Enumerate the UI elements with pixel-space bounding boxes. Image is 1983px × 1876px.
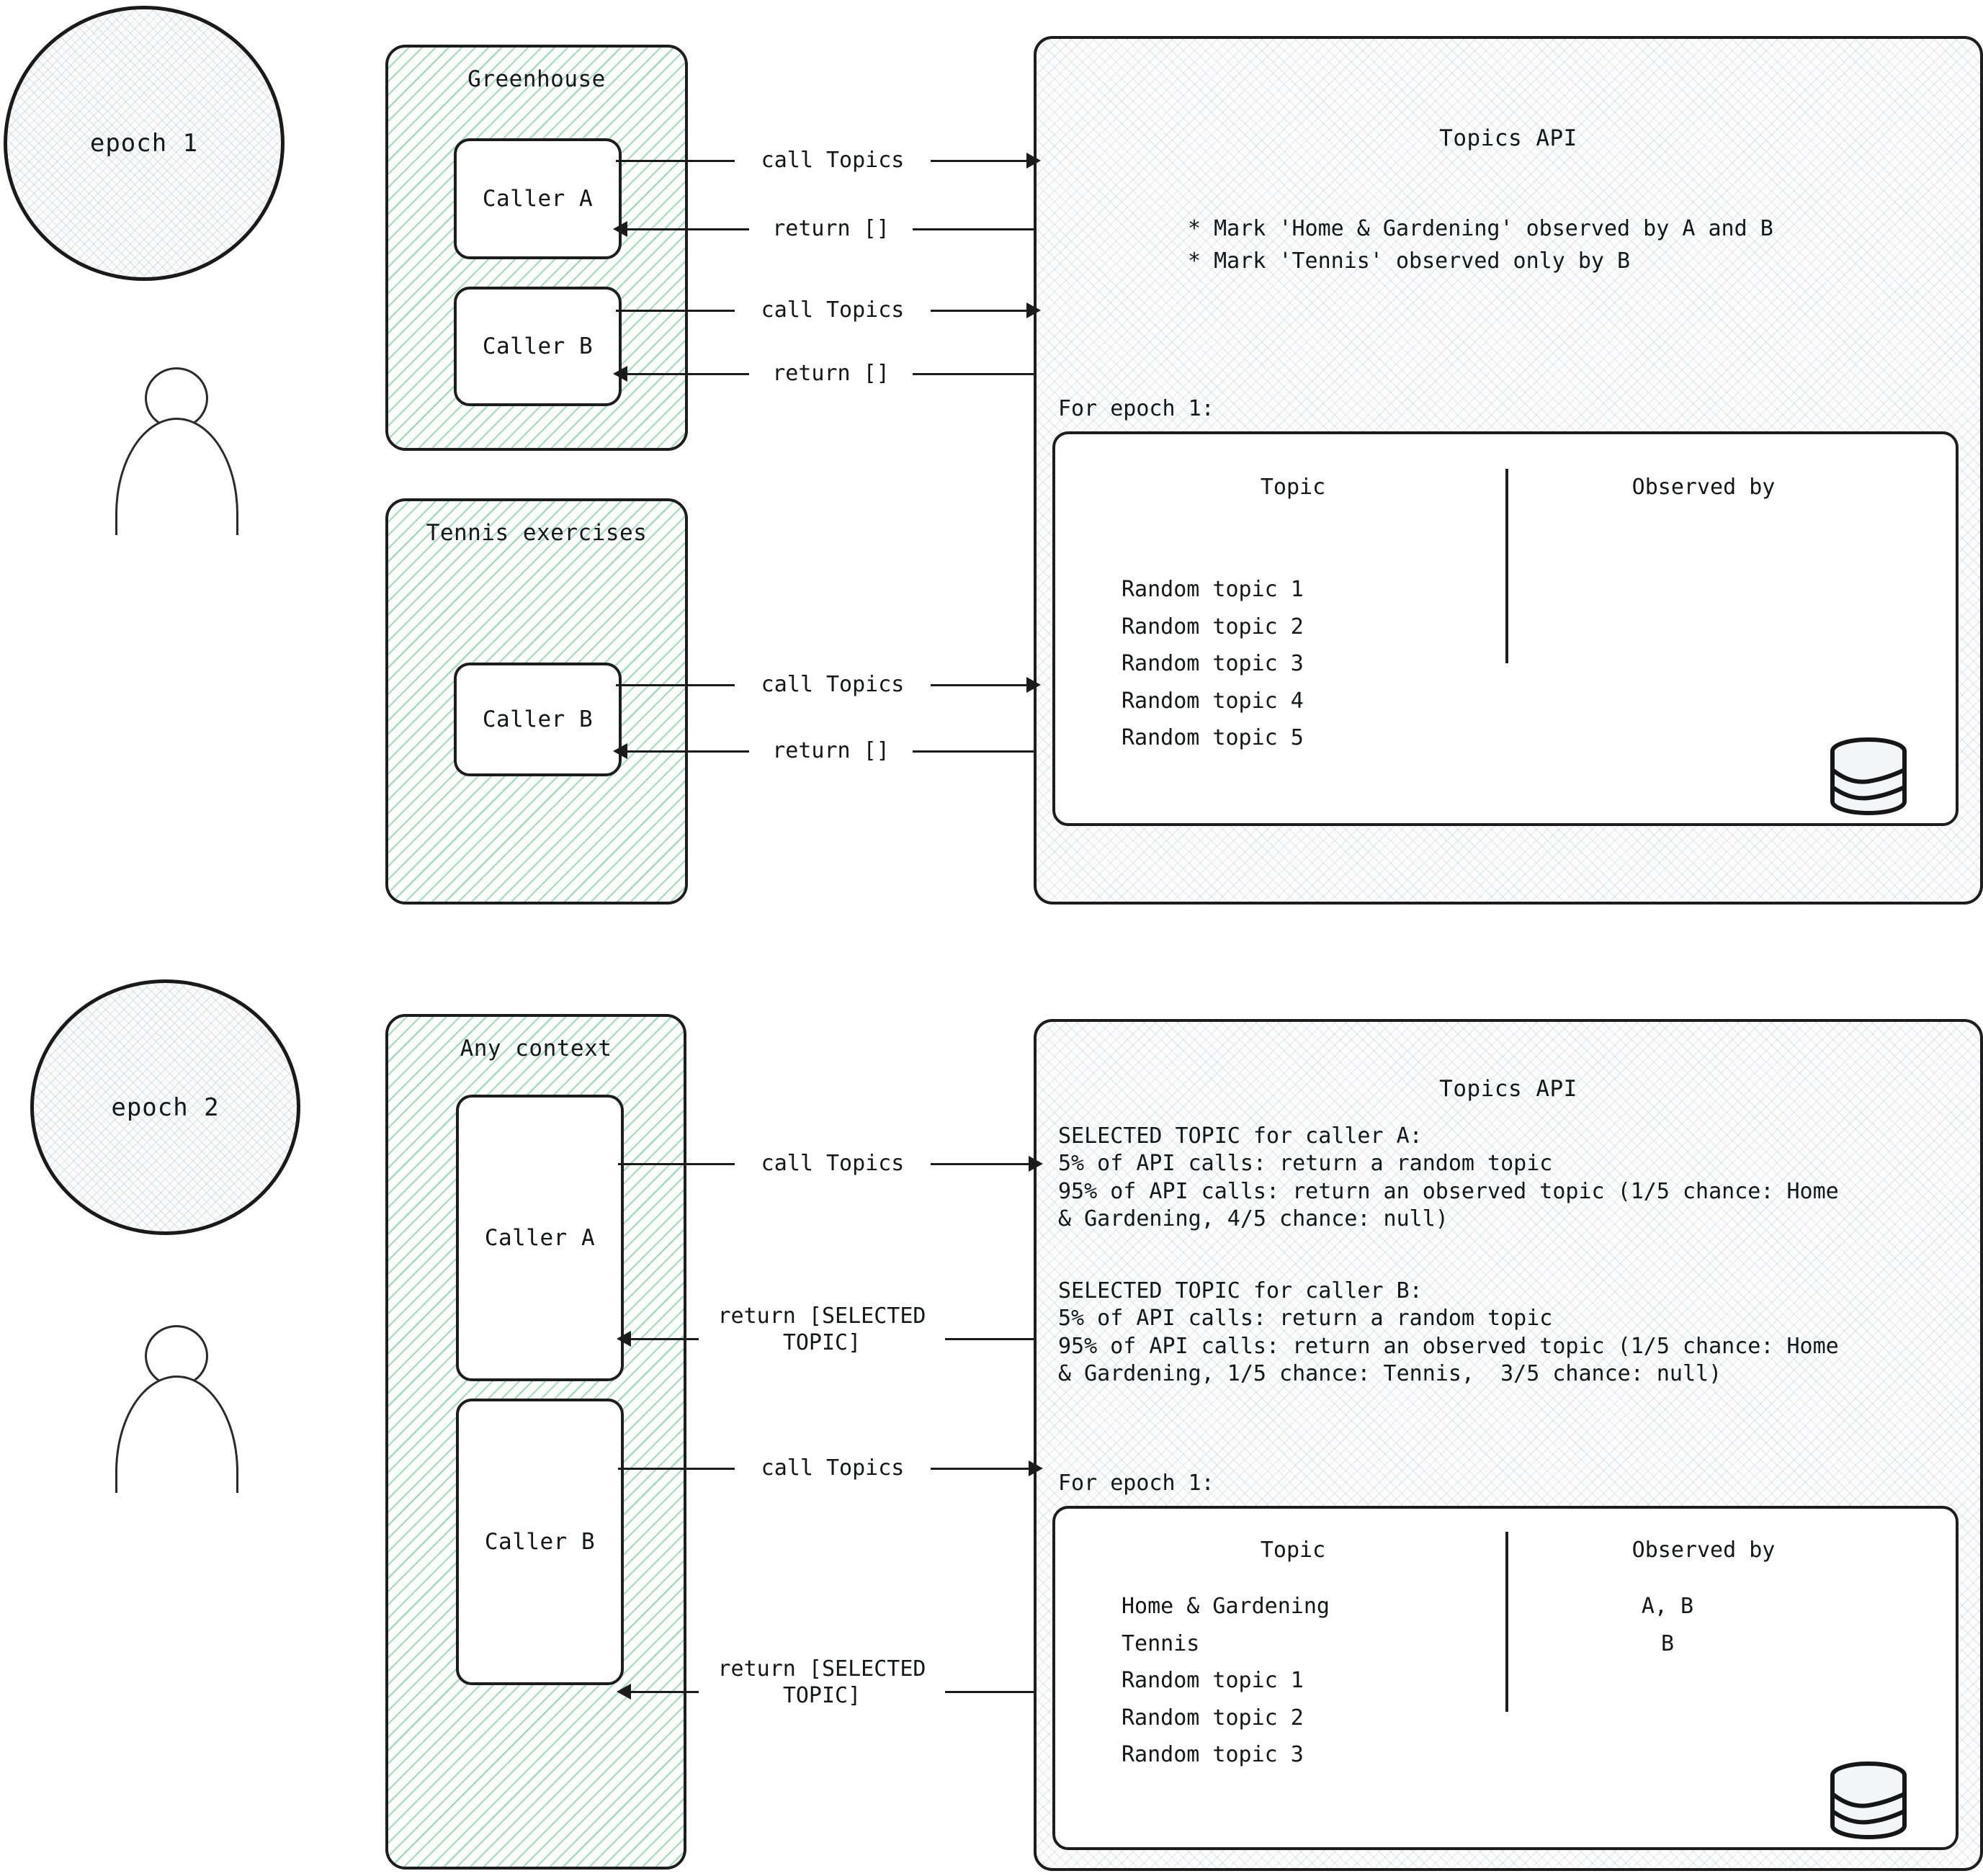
topics-table-divider-epoch-2: [1505, 1532, 1508, 1712]
person-body-icon: [115, 1375, 238, 1493]
arrow-head-call-topics-a1: [1026, 153, 1041, 169]
topics-api-epoch-caption-epoch-2: For epoch 1:: [1058, 1471, 1214, 1496]
arrow-head-call-topics-b2: [1029, 1460, 1043, 1476]
caller-box-b-greenhouse-label: Caller B: [482, 333, 594, 359]
topics-table-col-observed-epoch-2: Observed by: [1631, 1538, 1776, 1563]
person-head-icon: [145, 1325, 208, 1387]
database-icon: [1826, 735, 1911, 818]
arrow-label-call-topics-b1: call Topics: [735, 297, 931, 324]
epoch-2-label: epoch 2: [111, 1092, 220, 1122]
topics-table-col-topic-epoch-2: Topic: [1260, 1538, 1326, 1563]
table-row: Home & Gardening: [1122, 1594, 1330, 1619]
arrow-head-call-topics-a2: [1029, 1156, 1043, 1172]
table-row: A, B: [1641, 1594, 1694, 1619]
arrow-label-call-topics-a2: call Topics: [735, 1151, 931, 1177]
arrow-head-return-selected-b2: [617, 1684, 631, 1700]
topics-table-col-observed-epoch-1: Observed by: [1631, 475, 1776, 500]
topics-table-col-topic-epoch-1: Topic: [1260, 475, 1326, 500]
arrow-head-return-b-tennis: [613, 743, 627, 759]
topics-api-selected-topic-caller-b: SELECTED TOPIC for caller B: 5% of API c…: [1058, 1278, 1839, 1387]
caller-box-a-any-context[interactable]: Caller A: [456, 1095, 624, 1381]
context-tennis-exercises-title: Tennis exercises: [426, 520, 648, 546]
table-row: [1516, 645, 1819, 683]
table-row: [1516, 719, 1819, 757]
table-row: [1516, 571, 1819, 609]
epoch-1-user-figure: [108, 367, 252, 547]
table-row: [1516, 683, 1819, 720]
context-greenhouse-title: Greenhouse: [467, 66, 606, 92]
table-row: Random topic 1: [1122, 1668, 1304, 1694]
table-row: Tennis: [1122, 1630, 1200, 1656]
topics-api-bullet-1-epoch-1: * Mark 'Home & Gardening' observed by A …: [1188, 216, 1773, 241]
topics-api-bullet-2-epoch-1: * Mark 'Tennis' observed only by B: [1188, 248, 1631, 274]
table-row: [1516, 609, 1819, 646]
topics-api-panel-epoch-1: Topics API * Mark 'Home & Gardening' obs…: [1034, 36, 1983, 905]
database-icon: [1826, 1759, 1911, 1842]
epoch-2-user-figure: [108, 1325, 252, 1505]
table-row: Random topic 5: [1122, 725, 1304, 751]
topics-api-panel-epoch-2: Topics API SELECTED TOPIC for caller A: …: [1034, 1019, 1983, 1871]
topics-table-epoch-1: Topic Observed by Random topic 1 Random …: [1052, 431, 1959, 826]
arrow-label-call-topics-b-tennis: call Topics: [735, 672, 931, 699]
topics-table-topic-column-epoch-1: Random topic 1 Random topic 2 Random top…: [1122, 571, 1467, 757]
arrow-head-return-b1: [613, 366, 627, 382]
table-row: [1516, 1700, 1819, 1737]
table-row: B: [1660, 1630, 1675, 1656]
arrow-head-call-topics-b-tennis: [1026, 677, 1041, 693]
arrow-label-return-a1: return []: [749, 216, 913, 243]
arrow-label-call-topics-a1: call Topics: [735, 148, 931, 174]
epoch-1-label: epoch 1: [89, 129, 199, 158]
table-row: Random topic 2: [1122, 1705, 1304, 1731]
table-row: Random topic 4: [1122, 688, 1304, 714]
epoch-2-circle: epoch 2: [30, 979, 300, 1235]
table-row: [1516, 1736, 1819, 1774]
caller-box-a-any-context-label: Caller A: [484, 1225, 596, 1251]
context-any-context-title: Any context: [460, 1036, 612, 1062]
caller-box-b-greenhouse[interactable]: Caller B: [454, 287, 622, 406]
arrow-label-call-topics-b2: call Topics: [735, 1455, 931, 1482]
table-row: [1516, 1662, 1819, 1700]
topics-table-topic-column-epoch-2: Home & Gardening Tennis Random topic 1 R…: [1122, 1588, 1467, 1774]
table-row: Random topic 3: [1122, 1742, 1304, 1768]
table-row: Random topic 1: [1122, 577, 1304, 602]
epoch-1-circle: epoch 1: [4, 6, 285, 281]
arrow-label-return-b-tennis: return []: [749, 738, 913, 765]
topics-table-observed-column-epoch-2: A, B B: [1516, 1588, 1819, 1774]
table-row: Random topic 3: [1122, 651, 1304, 677]
arrow-label-return-b1: return []: [749, 361, 913, 387]
caller-box-b-tennis-label: Caller B: [482, 706, 594, 732]
topics-api-title-epoch-1: Topics API: [1439, 125, 1577, 151]
caller-box-a-greenhouse[interactable]: Caller A: [454, 138, 622, 259]
arrow-head-return-selected-a2: [617, 1331, 631, 1347]
topics-table-divider-epoch-1: [1505, 469, 1508, 663]
arrow-label-return-selected-b2: return [SELECTED TOPIC]: [699, 1656, 945, 1710]
table-row: Random topic 2: [1122, 614, 1304, 639]
topics-api-epoch-caption-epoch-1: For epoch 1:: [1058, 396, 1214, 421]
caller-box-b-any-context-label: Caller B: [484, 1529, 596, 1555]
topics-api-title-epoch-2: Topics API: [1439, 1076, 1577, 1102]
topics-table-epoch-2: Topic Observed by Home & Gardening Tenni…: [1052, 1506, 1959, 1850]
caller-box-b-tennis[interactable]: Caller B: [454, 663, 622, 776]
caller-box-a-greenhouse-label: Caller A: [482, 186, 594, 212]
arrow-label-return-selected-a2: return [SELECTED TOPIC]: [699, 1303, 945, 1357]
topics-api-selected-topic-caller-a: SELECTED TOPIC for caller A: 5% of API c…: [1058, 1123, 1839, 1232]
person-body-icon: [115, 418, 238, 535]
topics-table-observed-column-epoch-1: [1516, 571, 1819, 757]
caller-box-b-any-context[interactable]: Caller B: [456, 1399, 624, 1685]
arrow-head-call-topics-b1: [1026, 302, 1041, 318]
arrow-head-return-a1: [613, 221, 627, 237]
